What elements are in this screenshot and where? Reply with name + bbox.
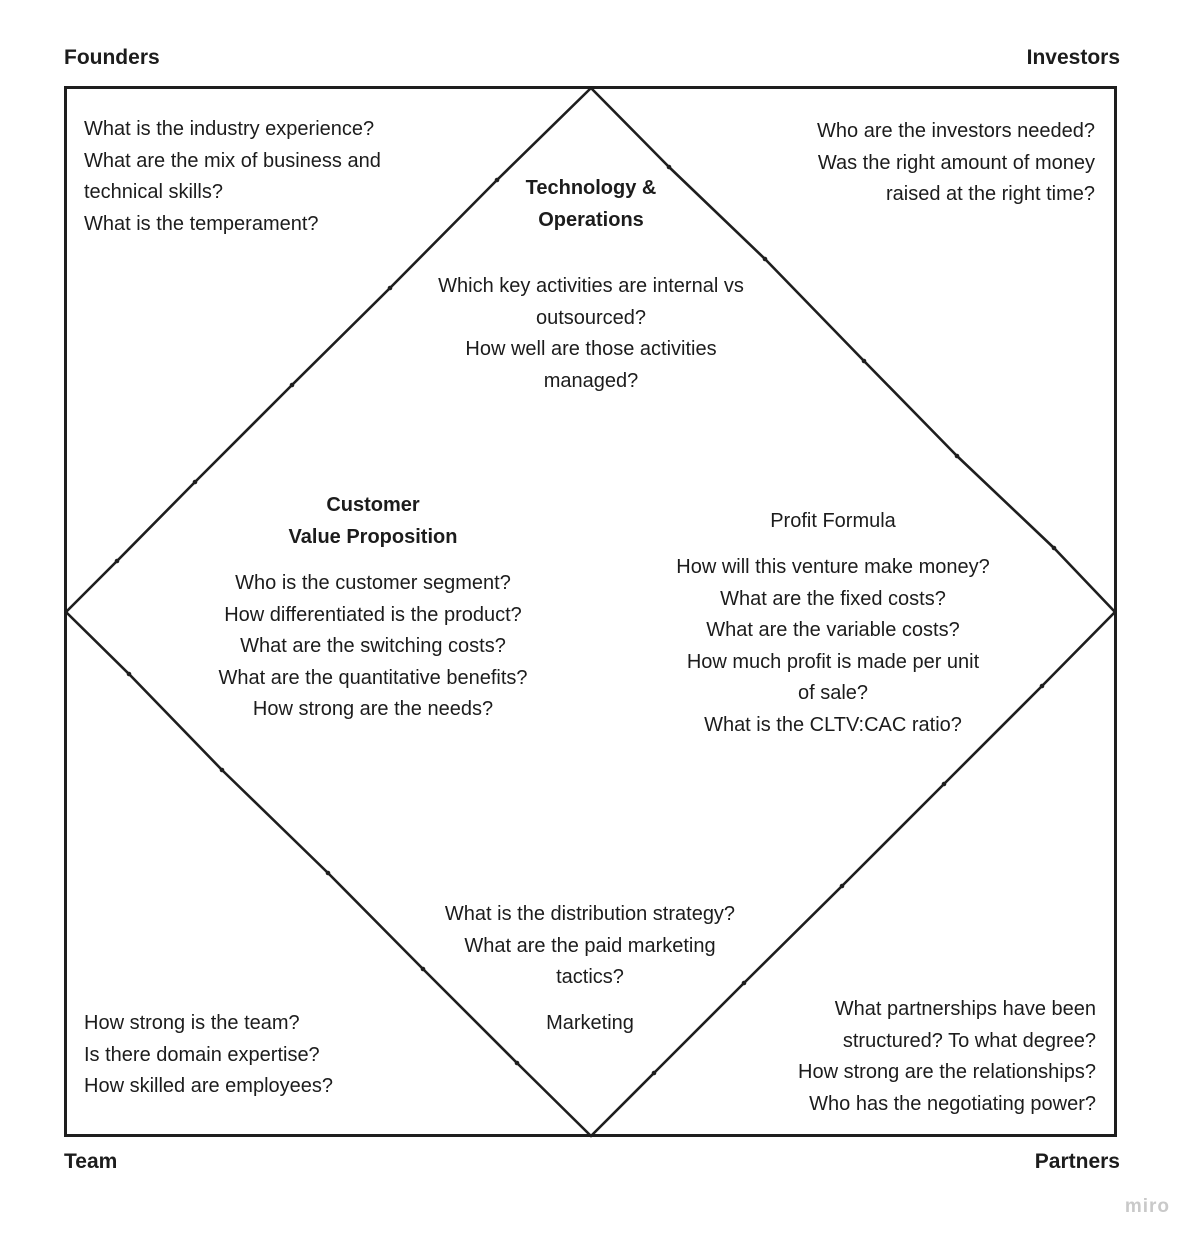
question-line: What are the fixed costs? xyxy=(720,587,946,610)
question-line: What partnerships have been xyxy=(834,998,1096,1020)
question-line: How well are those activities xyxy=(465,338,717,361)
section-title-line: Value Proposition xyxy=(288,525,458,548)
question-line: How skilled are employees? xyxy=(84,1075,334,1098)
question-line: outsourced? xyxy=(535,306,647,329)
question-line: How much profit is made per unit xyxy=(686,650,980,673)
corner-label-founders: Founders xyxy=(64,46,160,69)
question-line: Who has the negotiating power? xyxy=(809,1092,1096,1115)
question-line: Which key activities are internal vs xyxy=(438,275,744,297)
question-line: of sale? xyxy=(797,682,869,705)
question-line: Was the right amount of money xyxy=(817,151,1095,174)
profit-formula-questions: How will this venture make money? What a… xyxy=(630,552,1036,742)
question-line: raised at the right time? xyxy=(886,183,1095,206)
diamond-edge-dots xyxy=(114,164,1057,1076)
question-line: tactics? xyxy=(556,966,624,989)
question-line: What are the quantitative benefits? xyxy=(218,666,528,689)
corner-label-partners: Partners xyxy=(1034,1150,1120,1173)
customer-value-proposition-title: Customer Value Proposition xyxy=(170,490,576,553)
question-line: Who are the investors needed? xyxy=(817,120,1095,142)
customer-value-proposition-questions: Who is the customer segment? How differe… xyxy=(170,568,576,726)
corner-label-investors: Investors xyxy=(1026,46,1120,69)
marketing-questions: What is the distribution strategy? What … xyxy=(389,899,791,994)
question-line: What is the industry experience? xyxy=(84,118,375,140)
question-line: What is the distribution strategy? xyxy=(444,903,736,925)
question-line: How differentiated is the product? xyxy=(224,603,522,626)
technology-operations-title: Technology & Operations xyxy=(390,173,792,236)
corner-label-team: Team xyxy=(64,1150,118,1173)
question-line: structured? To what degree? xyxy=(842,1029,1096,1052)
section-title-line: Customer xyxy=(326,494,420,516)
question-line: technical skills? xyxy=(84,181,223,204)
question-line: How will this venture make money? xyxy=(676,556,990,578)
section-title-line: Technology & xyxy=(525,177,657,199)
question-line: How strong is the team? xyxy=(84,1012,300,1034)
question-line: What are the switching costs? xyxy=(240,635,506,658)
question-line: What are the paid marketing xyxy=(464,934,716,957)
question-line: What are the variable costs? xyxy=(706,619,960,642)
technology-operations-questions: Which key activities are internal vs out… xyxy=(390,271,792,397)
question-line: How strong are the needs? xyxy=(252,698,494,721)
question-line: Who is the customer segment? xyxy=(235,572,511,594)
partners-questions: What partnerships have been structured? … xyxy=(676,994,1096,1120)
question-line: What is the temperament? xyxy=(84,212,319,235)
section-title-line: Operations xyxy=(538,208,644,231)
question-line: Is there domain expertise? xyxy=(84,1043,320,1066)
question-line: managed? xyxy=(543,369,639,392)
miro-watermark: miro xyxy=(1124,1196,1170,1217)
marketing-title: Marketing xyxy=(546,1012,634,1034)
team-questions: How strong is the team? Is there domain … xyxy=(84,1008,484,1103)
question-line: How strong are the relationships? xyxy=(798,1061,1096,1084)
profit-formula-title: Profit Formula xyxy=(770,510,896,532)
question-line: What is the CLTV:CAC ratio? xyxy=(704,713,962,736)
investors-questions: Who are the investors needed? Was the ri… xyxy=(695,116,1095,211)
founders-questions: What is the industry experience? What ar… xyxy=(84,114,484,240)
question-line: What are the mix of business and xyxy=(84,149,381,172)
